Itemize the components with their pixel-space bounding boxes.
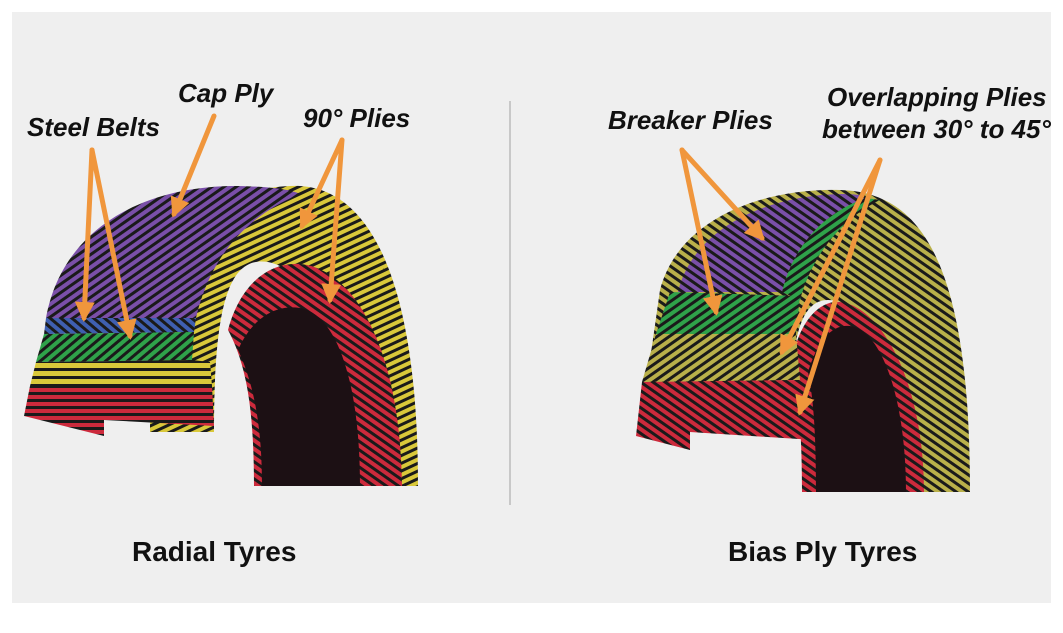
radial-tyre-graphic	[24, 185, 418, 486]
radial-inner-cavity	[238, 307, 360, 486]
bias-red-band	[636, 380, 814, 450]
bias-breaker-green	[656, 292, 800, 334]
label-steel-belts: Steel Belts	[27, 112, 160, 142]
label-overlapping-angle: between 30° to 45°	[822, 114, 1051, 144]
arrow-breaker-plies-1	[679, 147, 765, 241]
title-radial-tyres: Radial Tyres	[132, 536, 297, 567]
arrow-steel-belts-2	[89, 147, 137, 340]
label-overlapping-plies: Overlapping Plies	[827, 82, 1047, 112]
title-bias-ply-tyres: Bias Ply Tyres	[728, 536, 918, 567]
arrow-overlapping-1	[779, 157, 883, 356]
section-divider	[509, 101, 511, 505]
radial-cap-ply	[46, 186, 300, 318]
callout-arrows	[74, 113, 883, 416]
radial-yellow-band	[30, 360, 212, 386]
bias-tyre-graphic	[636, 189, 970, 492]
bias-breaker-purple	[678, 194, 866, 292]
arrow-90-plies-2	[321, 137, 345, 304]
arrow-steel-belts-1	[74, 147, 95, 322]
bias-overlap-olive	[642, 334, 800, 382]
bias-breaker-green-arc	[782, 198, 880, 300]
arrow-breaker-plies-2	[679, 147, 723, 316]
bias-inner-cavity	[808, 325, 906, 492]
label-90-plies: 90° Plies	[303, 103, 411, 133]
radial-steel-belt-green	[36, 332, 194, 362]
arrow-overlapping-2	[795, 157, 883, 416]
label-breaker-plies: Breaker Plies	[608, 105, 773, 135]
arrow-90-plies-1	[299, 137, 345, 230]
radial-steel-belt-blue	[44, 318, 196, 334]
arrow-cap-ply	[170, 113, 217, 218]
radial-red-band	[24, 386, 214, 436]
label-cap-ply: Cap Ply	[178, 78, 274, 108]
